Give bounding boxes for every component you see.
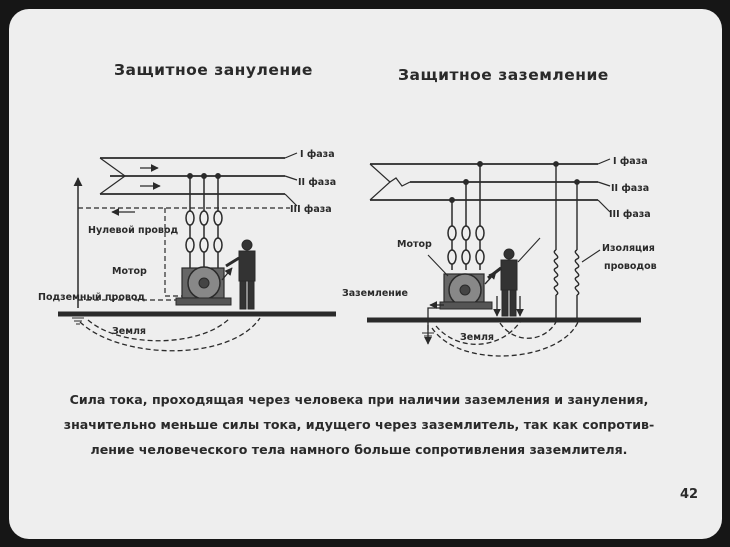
right-phase2-label: II фаза (611, 183, 649, 194)
left-motor (175, 266, 232, 306)
right-phase3-label: III фаза (609, 209, 651, 220)
right-diagram: Защитное заземление (342, 66, 657, 357)
diagram-canvas: Защитное зануление (38, 61, 657, 357)
left-person (225, 239, 256, 310)
caption-line-2: значительно меньше силы тока, идущего че… (63, 417, 655, 432)
left-underground-label: Подземный провод (38, 292, 145, 303)
left-title: Защитное зануление (114, 61, 313, 79)
right-motor (439, 273, 493, 310)
left-diagram: Защитное зануление (38, 61, 336, 352)
right-phase1-label: I фаза (613, 156, 648, 167)
caption-line-3: ление человеческого тела намного больше … (90, 442, 628, 457)
right-insulation-coils (553, 161, 580, 318)
right-person (487, 248, 518, 317)
left-motor-label: Мотор (112, 266, 147, 277)
left-phase2-label: II фаза (298, 177, 336, 188)
right-motor-label: Мотор (397, 239, 432, 250)
left-ground-label: Земля (112, 326, 146, 337)
right-fuse-group (447, 161, 485, 270)
right-ground-label: Земля (460, 332, 494, 343)
left-neutral-label: Нулевой провод (88, 225, 178, 236)
left-fuse-group (185, 173, 223, 268)
caption: Сила тока, проходящая через человека при… (29, 387, 689, 462)
right-title: Защитное заземление (398, 66, 609, 84)
left-phase3-label: III фаза (290, 204, 332, 215)
caption-line-1: Сила тока, проходящая через человека при… (69, 392, 649, 407)
right-insulation-label-1: Изоляция (602, 243, 655, 254)
right-insulation-label-2: проводов (604, 261, 657, 272)
right-grounding-label: Заземление (342, 288, 408, 299)
page-number: 42 (680, 487, 699, 502)
slide-frame: Защитное зануление (9, 9, 722, 539)
left-phase1-label: I фаза (300, 149, 335, 160)
